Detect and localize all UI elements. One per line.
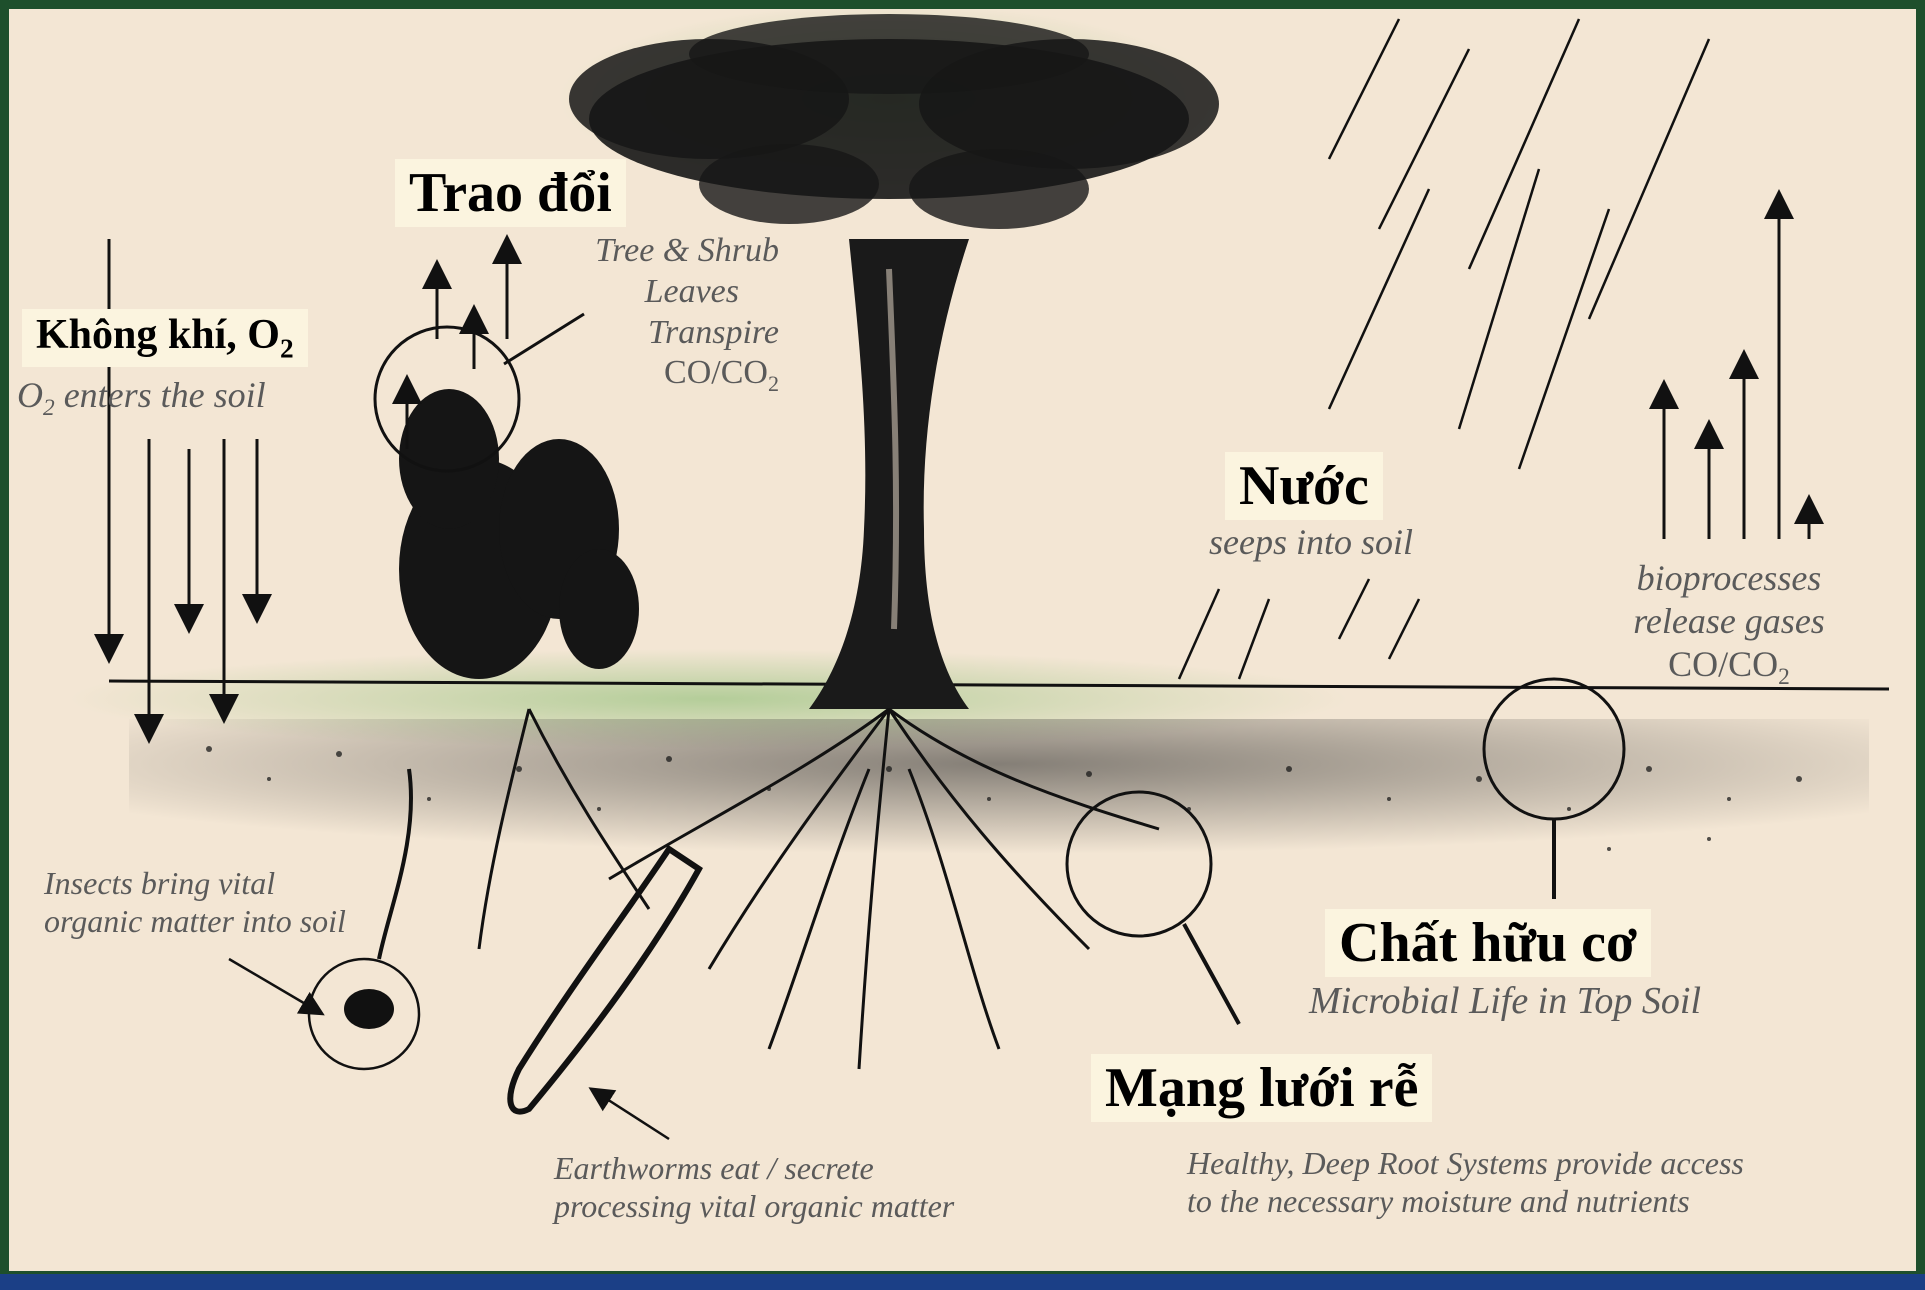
gas-arrows [1664, 204, 1809, 539]
bio-line-2: release gases [1594, 600, 1864, 643]
shrub [399, 389, 639, 679]
leaves-line-2: Leaves [549, 272, 779, 313]
microbial-life-caption: Microbial Life in Top Soil [1309, 979, 1701, 1025]
organic-matter-label: Chất hữu cơ [1325, 909, 1651, 977]
exchange-label: Trao đổi [395, 159, 626, 227]
air-label: Không khí, O2 [22, 309, 308, 367]
bio-line-1: bioprocesses [1594, 557, 1864, 600]
leaves-line-1: Tree & Shrub [549, 231, 779, 272]
tree-canopy [569, 14, 1219, 229]
bioprocesses-caption: bioprocesses release gases CO/CO2 [1594, 557, 1864, 692]
root-network-label: Mạng lưới rễ [1091, 1054, 1432, 1122]
roots-line-2: to the necessary moisture and nutrients [1187, 1182, 1744, 1220]
roots-line-1: Healthy, Deep Root Systems provide acces… [1187, 1144, 1744, 1182]
insects-line-2: organic matter into soil [44, 902, 346, 940]
worms-line-1: Earthworms eat / secrete [554, 1149, 954, 1187]
root-systems-caption: Healthy, Deep Root Systems provide acces… [1187, 1144, 1744, 1221]
pointer-arrows [229, 959, 669, 1139]
earthworm [510, 849, 699, 1112]
water-label: Nước [1225, 452, 1383, 520]
insects-caption: Insects bring vital organic matter into … [44, 864, 346, 941]
water-seeps-caption: seeps into soil [1209, 521, 1413, 564]
soil-diagram: Trao đổi Không khí, O2 Nước Chất hữu cơ … [9, 9, 1916, 1271]
o2-enters-soil-caption: O2 enters the soil [17, 374, 266, 422]
leaves-line-4: CO/CO2 [549, 353, 779, 397]
bottom-bar [0, 1274, 1925, 1290]
leaves-transpire-caption: Tree & Shrub Leaves Transpire CO/CO2 [549, 231, 779, 398]
worms-line-2: processing vital organic matter [554, 1187, 954, 1225]
earthworms-caption: Earthworms eat / secrete processing vita… [554, 1149, 954, 1226]
leaves-line-3: Transpire [549, 313, 779, 354]
bio-line-3: CO/CO2 [1594, 643, 1864, 691]
insects-line-1: Insects bring vital [44, 864, 346, 902]
